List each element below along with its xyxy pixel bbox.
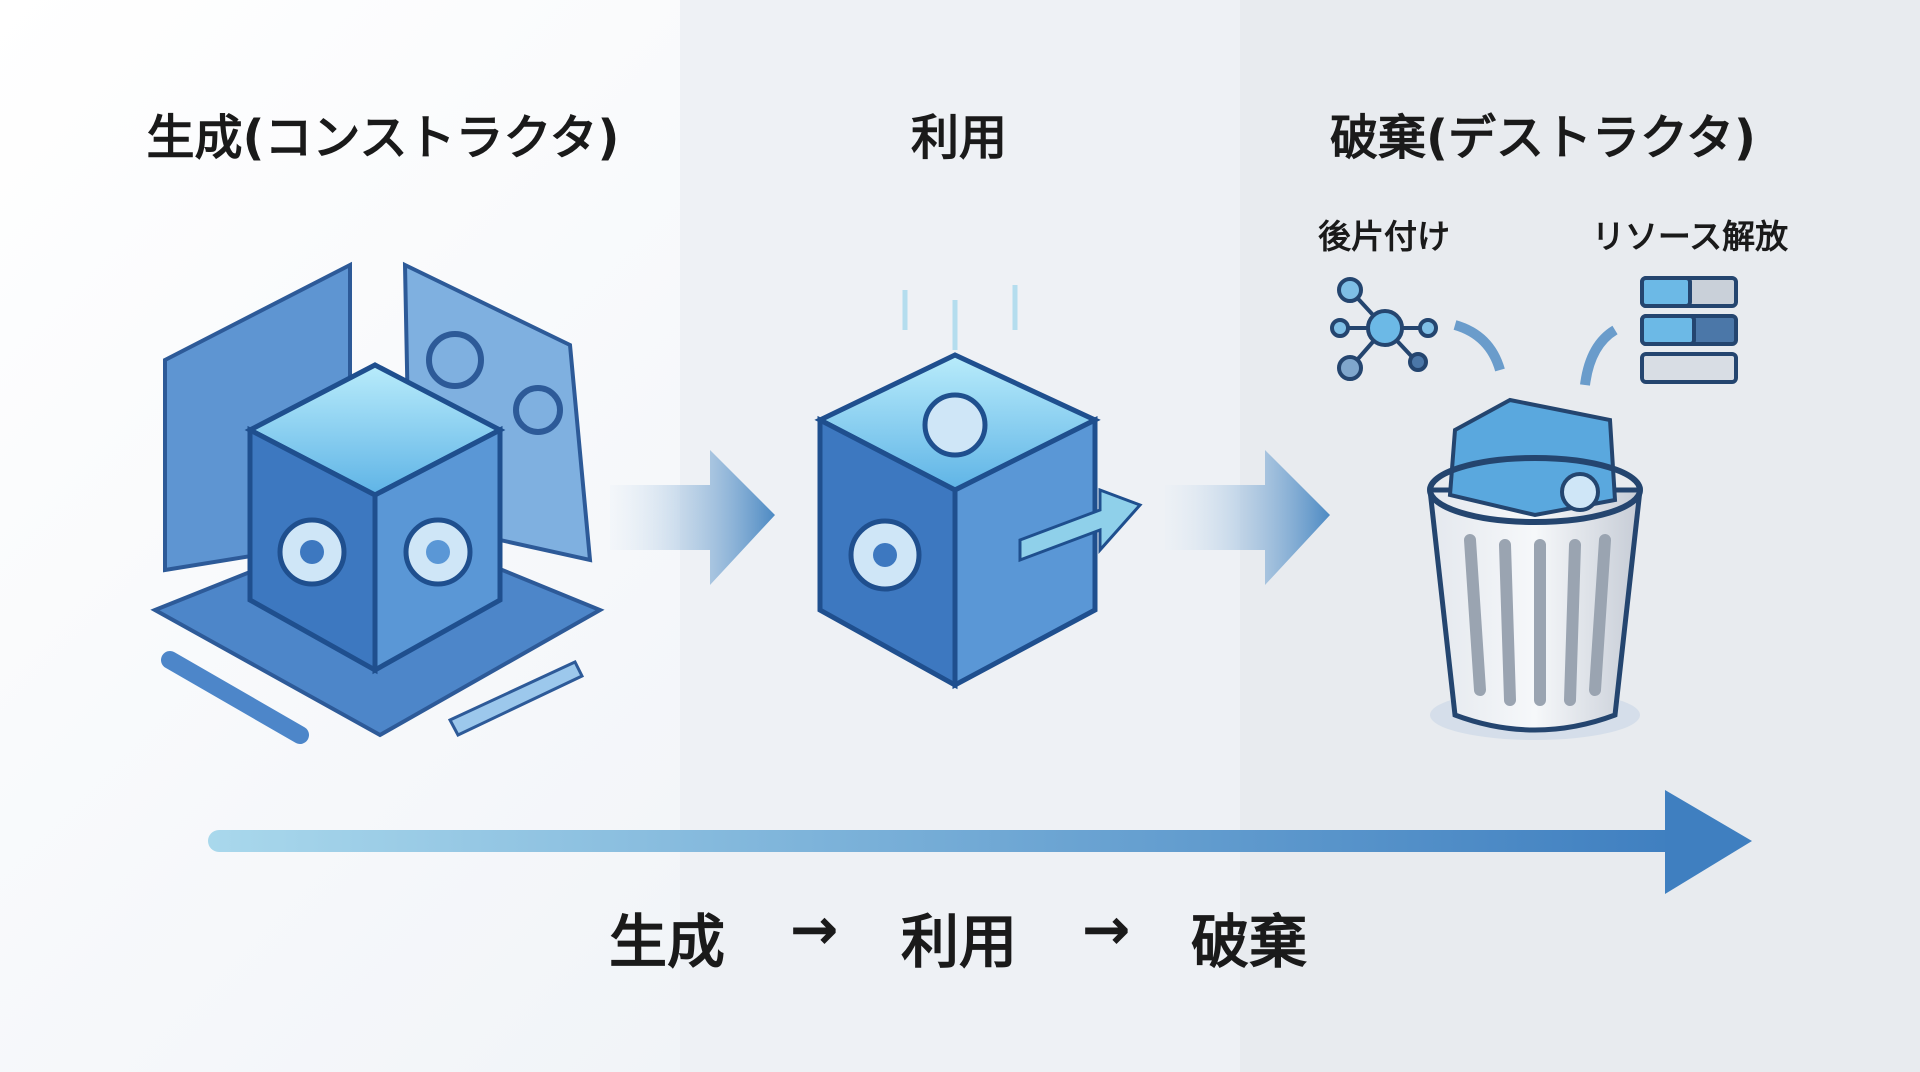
flow-step-destruct: 破棄 (1190, 908, 1308, 976)
arrow-use-to-destruct (1165, 450, 1330, 585)
flow-arrow-1: → (789, 895, 839, 963)
cleanup-label: 後片付け (1318, 217, 1450, 256)
construct-title: 生成(コンストラクタ) (146, 110, 620, 166)
trash-can-icon (1427, 397, 1643, 740)
destruct-title: 破棄(デストラクタ) (1330, 110, 1756, 166)
ruler-icon (447, 660, 585, 737)
resource-release-label: リソース解放 (1591, 217, 1789, 256)
curved-arrow-in (1453, 320, 1505, 372)
curved-arrow-out (1580, 325, 1618, 386)
timeline-arrow (208, 790, 1752, 894)
pencil-icon (161, 651, 309, 744)
network-icon (1330, 277, 1438, 381)
flow-step-use: 利用 (900, 908, 1018, 976)
resource-icon (1640, 276, 1738, 384)
flow-arrow-2: → (1081, 895, 1131, 963)
arrow-construct-to-use (610, 450, 775, 585)
cube-use-icon (814, 285, 1143, 690)
flow-step-construct: 生成 (608, 908, 726, 976)
cube-construct-icon (244, 362, 506, 675)
use-title: 利用 (910, 110, 1008, 166)
